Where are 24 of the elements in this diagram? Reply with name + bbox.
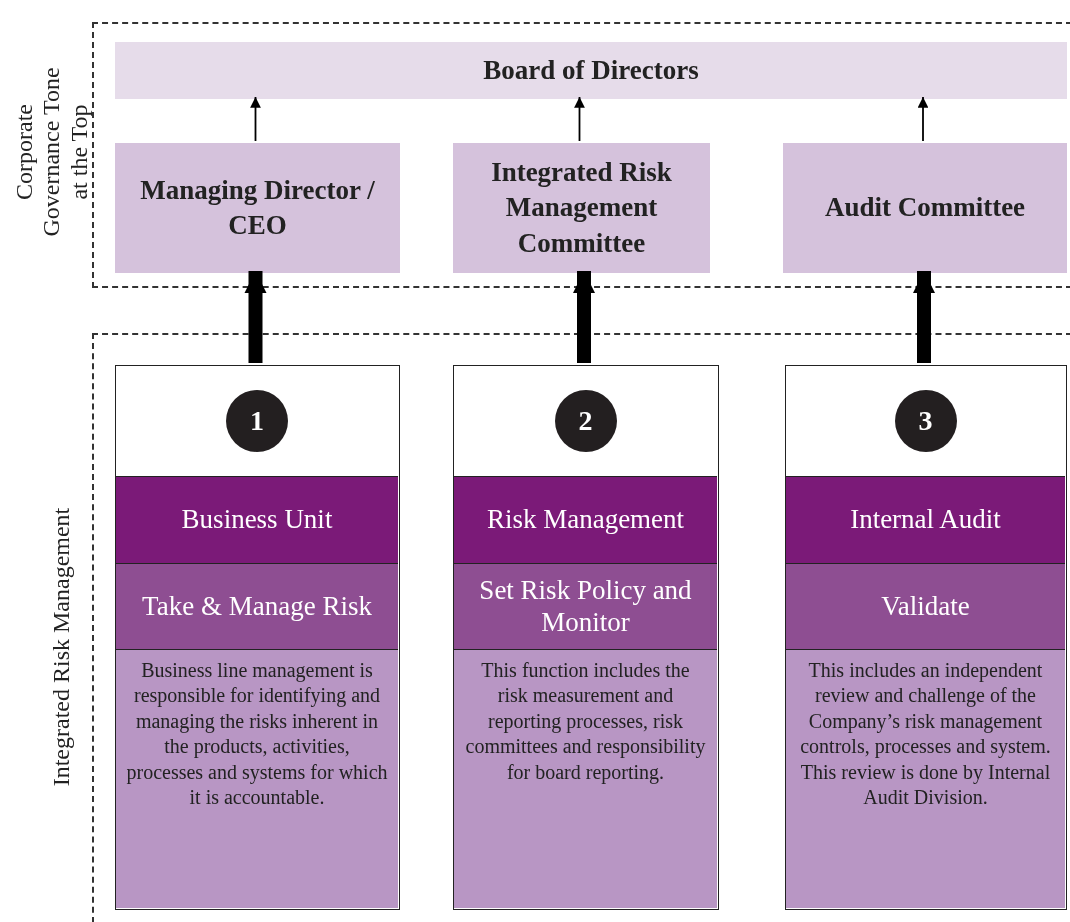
- number-circle: 1: [226, 390, 288, 452]
- role-subheading: Take & Manage Risk: [116, 563, 398, 649]
- description-text: This includes an independent review and challenge of the Company’s risk management controls, processes and system. This review is done by Internal Audit Division.: [786, 649, 1065, 908]
- thick-arrow: [912, 271, 936, 363]
- function-heading: Risk Management: [454, 476, 717, 563]
- committee-box: Audit Committee: [783, 143, 1067, 273]
- thick-arrow: [572, 271, 596, 363]
- board-box: Board of Directors: [115, 42, 1067, 99]
- arrow: [574, 96, 585, 142]
- function-heading: Business Unit: [116, 476, 398, 563]
- group-label: Corporate Governance Tone at the Top: [12, 66, 92, 239]
- role-subheading: Validate: [786, 563, 1065, 649]
- function-heading: Internal Audit: [786, 476, 1065, 563]
- committee-box: Integrated Risk Management Committee: [453, 143, 710, 273]
- arrow: [917, 96, 929, 142]
- group-label: Integrated Risk Management: [47, 506, 76, 789]
- committee-box: Managing Director / CEO: [115, 143, 400, 273]
- arrow: [250, 96, 261, 142]
- description-text: This function includes the risk measurement and reporting processes, risk committees and responsibility for board reporting.: [454, 649, 717, 908]
- number-circle: 2: [554, 390, 617, 452]
- thick-arrow: [244, 271, 267, 363]
- number-circle: 3: [894, 390, 957, 452]
- description-text: Business line management is responsible for identifying and managing the risks inherent in the products, activities, processes and systems for which it is accountable.: [116, 649, 398, 908]
- role-subheading: Set Risk Policy and Monitor: [454, 563, 717, 649]
